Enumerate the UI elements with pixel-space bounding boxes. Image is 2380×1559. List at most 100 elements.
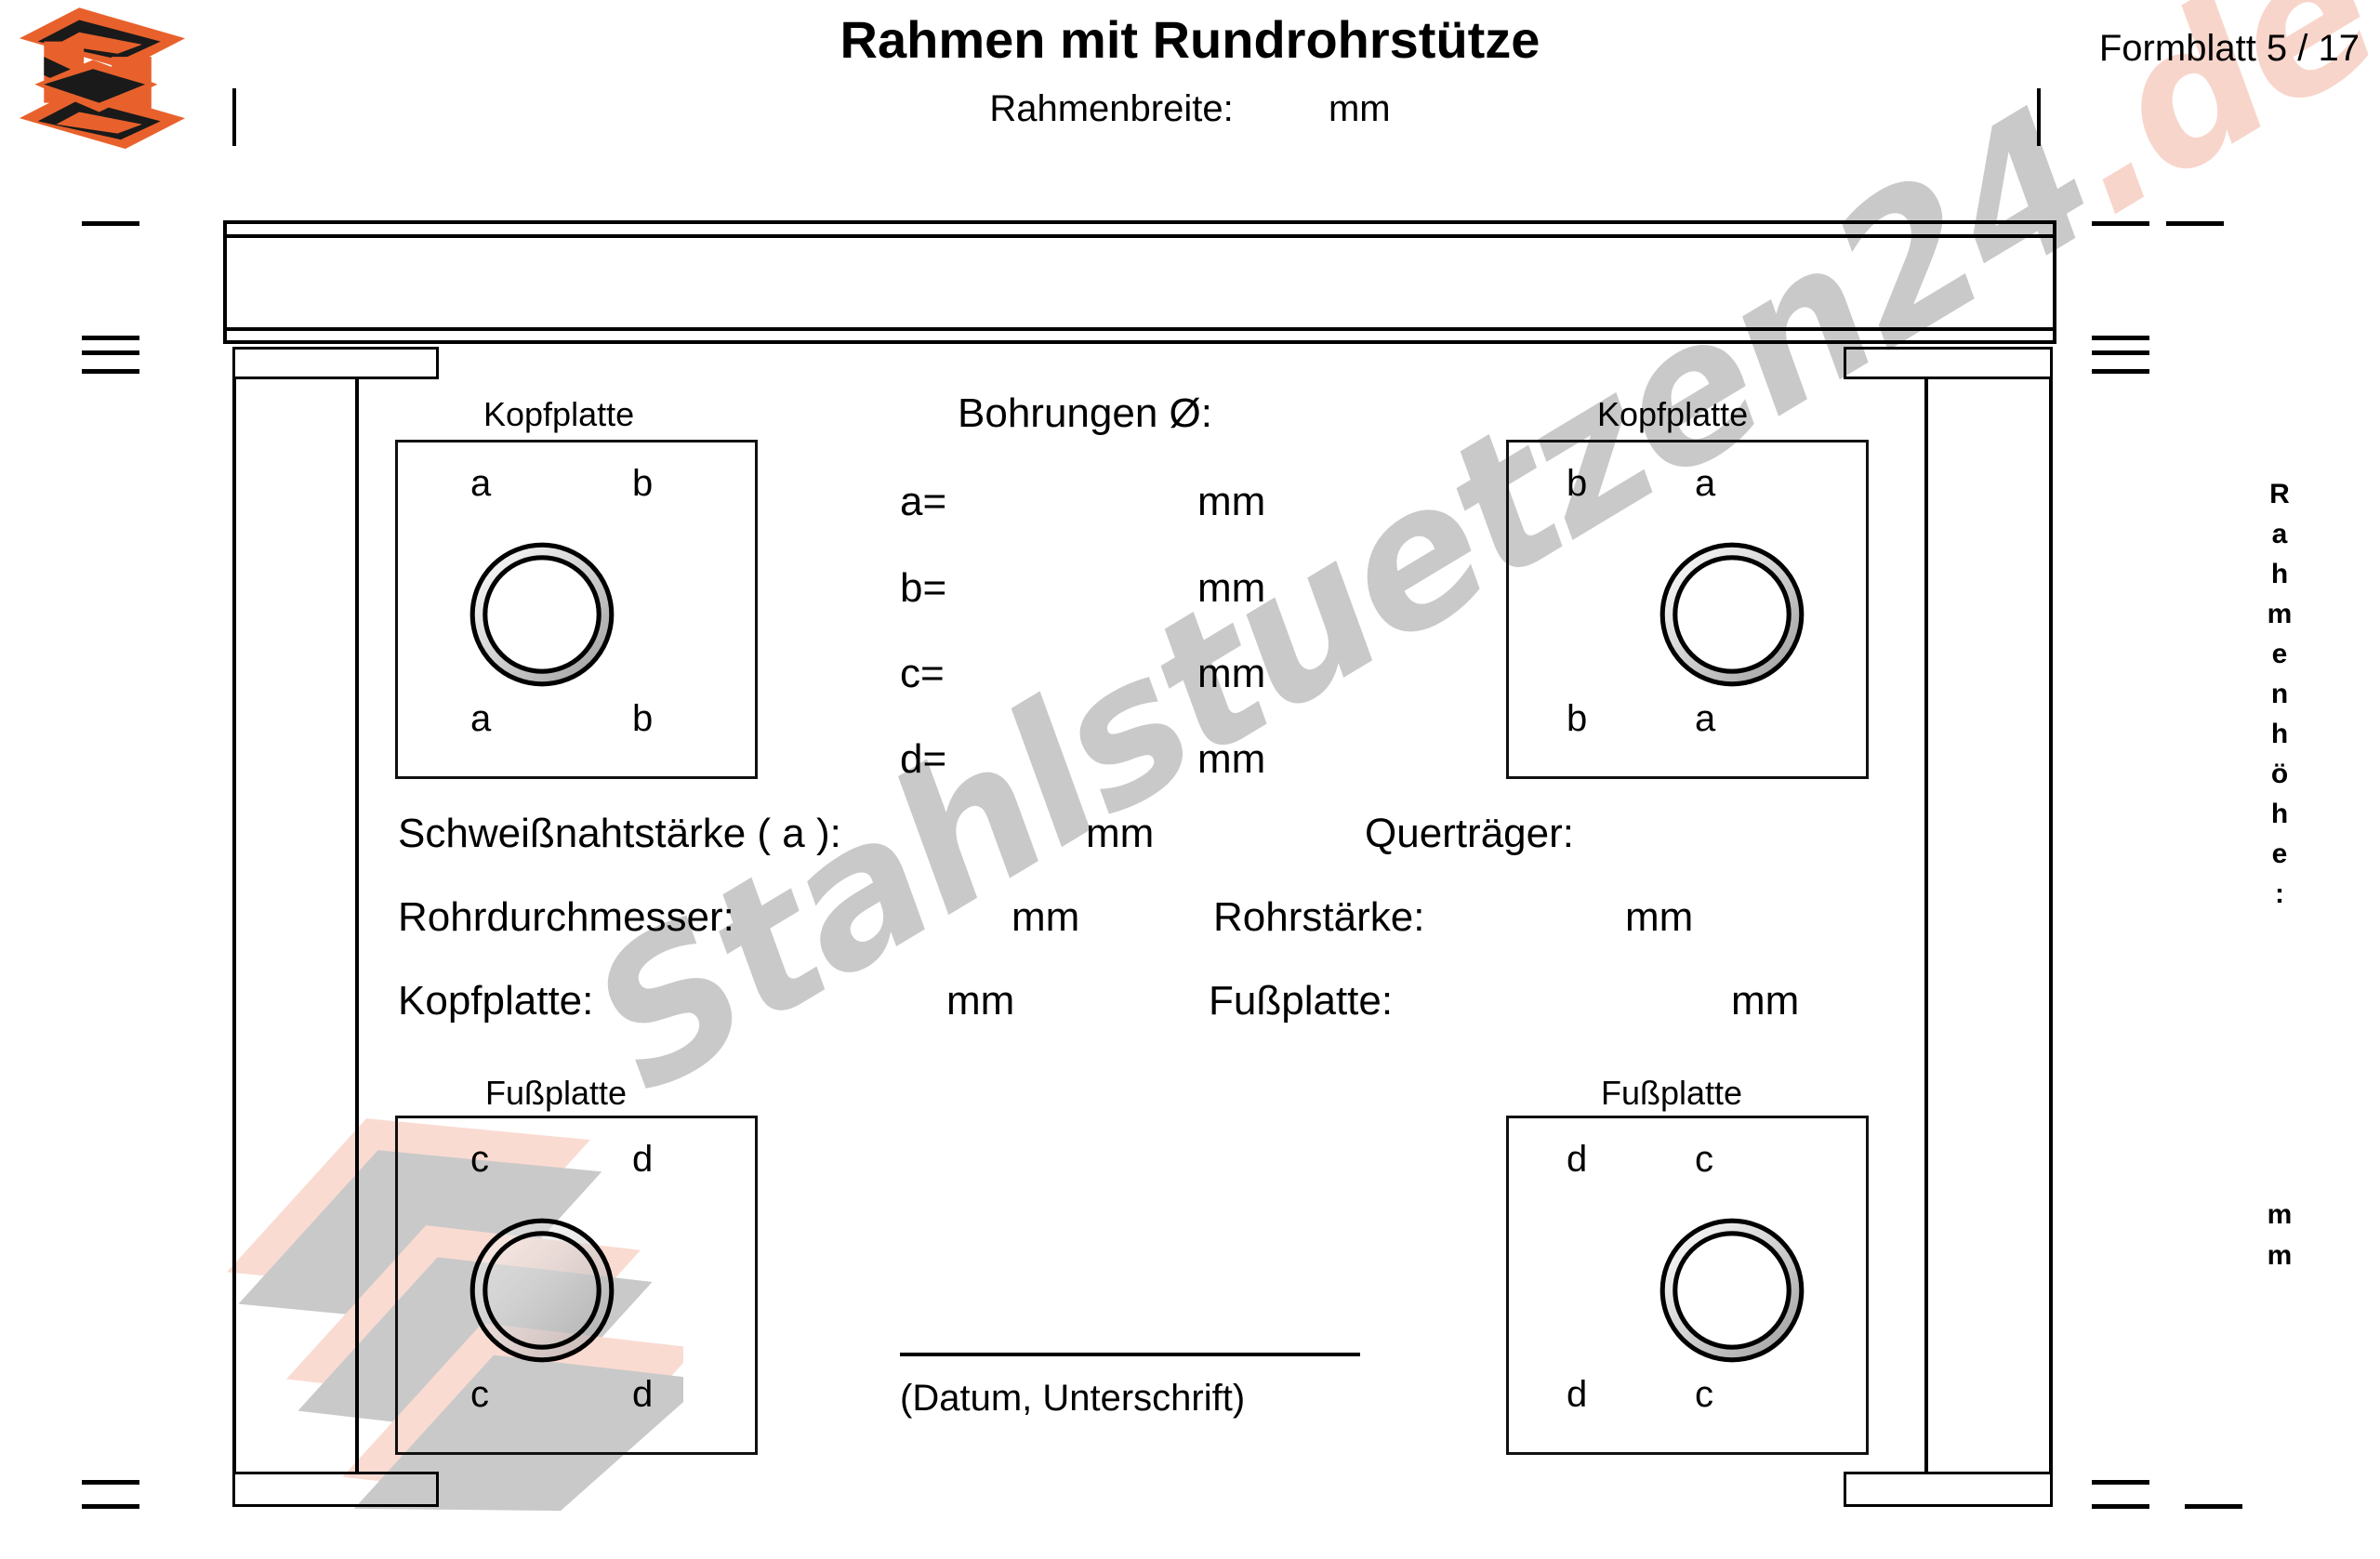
bohrungen-row-c-label: c= bbox=[900, 651, 945, 696]
frame-height-letter: n bbox=[2270, 679, 2289, 709]
head-plate-right-label-bottom-right: a bbox=[1695, 698, 1716, 739]
head-plate-thickness-label: Kopfplatte: bbox=[398, 978, 594, 1024]
right-column-inner-web bbox=[1924, 377, 1928, 1472]
head-plate-left-label-bottom-right: b bbox=[632, 698, 654, 739]
dim-tick-right-bottom-a bbox=[2092, 1480, 2149, 1485]
page-title: Rahmen mit Rundrohrstütze bbox=[840, 10, 1540, 69]
stahlstuetzen-logo-icon bbox=[19, 7, 186, 150]
base-plate-right-label-bottom-left: d bbox=[1567, 1374, 1588, 1415]
weld-thickness-label: Schweißnahtstärke ( a ): bbox=[398, 811, 841, 856]
right-column-head-plate bbox=[1844, 347, 2053, 379]
left-column-head-plate bbox=[232, 347, 439, 379]
beam-bottom-flange-outer bbox=[223, 340, 2056, 344]
head-plate-left-label-bottom-left: a bbox=[470, 698, 492, 739]
tube-diameter-label: Rohrdurchmesser: bbox=[398, 894, 734, 940]
dim-tick-right-mid-b bbox=[2092, 350, 2149, 355]
dim-tick-right-mid-c bbox=[2092, 369, 2149, 374]
dim-tick-right-bottom-b bbox=[2092, 1504, 2149, 1509]
head-plate-right-label-top-left: b bbox=[1567, 463, 1588, 504]
signature-line[interactable] bbox=[900, 1353, 1360, 1356]
beam-top-flange-inner bbox=[223, 234, 2056, 238]
head-plate-left-tube-ring-icon bbox=[469, 542, 615, 687]
base-plate-right-box: d c d c bbox=[1506, 1116, 1869, 1455]
dim-tick-vertical-right bbox=[2037, 88, 2041, 146]
tube-thickness-label: Rohrstärke: bbox=[1213, 894, 1425, 940]
bohrungen-row-a-unit: mm bbox=[1197, 479, 1266, 524]
frame-height-letter: h bbox=[2270, 719, 2289, 749]
frame-height-unit-letter: m bbox=[2267, 1240, 2293, 1271]
base-plate-left-box: c d c d bbox=[395, 1116, 758, 1455]
head-plate-right-caption: Kopfplatte bbox=[1597, 395, 1749, 433]
frame-width-label: Rahmenbreite: bbox=[989, 88, 1234, 129]
base-plate-left-label-top-right: d bbox=[632, 1139, 654, 1180]
head-plate-left-label-top-left: a bbox=[470, 463, 492, 504]
crossbeam-label: Querträger: bbox=[1365, 811, 1574, 856]
dim-tick-right-mid-a bbox=[2092, 336, 2149, 340]
dim-tick-left-bottom-b bbox=[82, 1504, 139, 1509]
tube-diameter-unit: mm bbox=[1012, 894, 1080, 940]
head-plate-left-box: a b a b bbox=[395, 440, 758, 779]
frame-height-letter: a bbox=[2271, 519, 2288, 549]
frame-height-letter: R bbox=[2269, 479, 2290, 509]
frame-width-row: Rahmenbreite: mm bbox=[0, 88, 2380, 130]
signature-caption: (Datum, Unterschrift) bbox=[900, 1378, 1246, 1419]
bohrungen-row-d-label: d= bbox=[900, 736, 947, 782]
tube-thickness-unit: mm bbox=[1625, 894, 1694, 940]
left-column-outer-web bbox=[232, 377, 236, 1472]
dim-tick-right-bottom-c bbox=[2185, 1504, 2242, 1509]
dim-tick-left-mid-a bbox=[82, 336, 139, 340]
beam-right-edge bbox=[2053, 220, 2056, 344]
base-plate-right-label-bottom-right: c bbox=[1695, 1374, 1713, 1415]
right-column-outer-web bbox=[2049, 377, 2053, 1472]
weld-thickness-unit: mm bbox=[1086, 811, 1155, 856]
base-plate-right-label-top-right: c bbox=[1695, 1139, 1713, 1180]
logo-divider bbox=[232, 88, 236, 146]
base-plate-right-label-top-left: d bbox=[1567, 1139, 1588, 1180]
form-number: Formblatt 5 / 17 bbox=[2098, 28, 2360, 69]
frame-height-letter: m bbox=[2267, 599, 2293, 629]
frame-height-letter: ö bbox=[2270, 759, 2289, 789]
head-plate-right-tube-ring-icon bbox=[1659, 542, 1805, 687]
bohrungen-row-a-label: a= bbox=[900, 479, 947, 524]
beam-left-edge bbox=[223, 220, 227, 344]
frame-height-letter: e bbox=[2271, 639, 2288, 669]
dim-tick-left-top bbox=[82, 221, 139, 226]
dim-tick-right-top-b bbox=[2166, 221, 2224, 226]
base-plate-right-tube-ring-icon bbox=[1659, 1218, 1805, 1363]
frame-height-letter: : bbox=[2275, 879, 2284, 909]
frame-height-unit-vertical: m m bbox=[2261, 1199, 2298, 1281]
base-plate-left-label-bottom-left: c bbox=[470, 1374, 489, 1415]
bohrungen-row-b-unit: mm bbox=[1197, 565, 1266, 611]
frame-height-letter: e bbox=[2271, 839, 2288, 869]
frame-height-unit-letter: m bbox=[2267, 1199, 2293, 1230]
base-plate-right-caption: Fußplatte bbox=[1601, 1074, 1743, 1112]
bohrungen-heading: Bohrungen Ø: bbox=[958, 390, 1212, 436]
base-plate-left-label-top-left: c bbox=[470, 1139, 489, 1180]
left-column-base-plate bbox=[232, 1472, 439, 1507]
head-plate-thickness-unit: mm bbox=[946, 978, 1015, 1024]
dim-tick-right-top-a bbox=[2092, 221, 2149, 226]
base-plate-thickness-unit: mm bbox=[1731, 978, 1800, 1024]
base-plate-left-tube-ring-icon bbox=[469, 1218, 615, 1363]
frame-width-unit: mm bbox=[1328, 88, 1391, 129]
bohrungen-row-c-unit: mm bbox=[1197, 651, 1266, 696]
head-plate-right-label-top-right: a bbox=[1695, 463, 1716, 504]
head-plate-left-label-top-right: b bbox=[632, 463, 654, 504]
beam-top-flange-outer bbox=[223, 220, 2056, 224]
left-column-inner-web bbox=[355, 377, 359, 1472]
dim-tick-left-bottom-a bbox=[82, 1480, 139, 1485]
head-plate-left-caption: Kopfplatte bbox=[483, 395, 635, 433]
beam-bottom-flange-inner bbox=[223, 327, 2056, 331]
frame-height-vertical-label: R a h m e n h ö h e : bbox=[2261, 479, 2298, 918]
dim-tick-left-mid-b bbox=[82, 350, 139, 355]
head-plate-right-label-bottom-left: b bbox=[1567, 698, 1588, 739]
base-plate-left-caption: Fußplatte bbox=[485, 1074, 628, 1112]
dim-tick-left-mid-c bbox=[82, 369, 139, 374]
right-column-base-plate bbox=[1844, 1472, 2053, 1507]
frame-height-letter: h bbox=[2270, 799, 2289, 829]
base-plate-left-label-bottom-right: d bbox=[632, 1374, 654, 1415]
head-plate-right-box: b a b a bbox=[1506, 440, 1869, 779]
bohrungen-row-b-label: b= bbox=[900, 565, 947, 611]
